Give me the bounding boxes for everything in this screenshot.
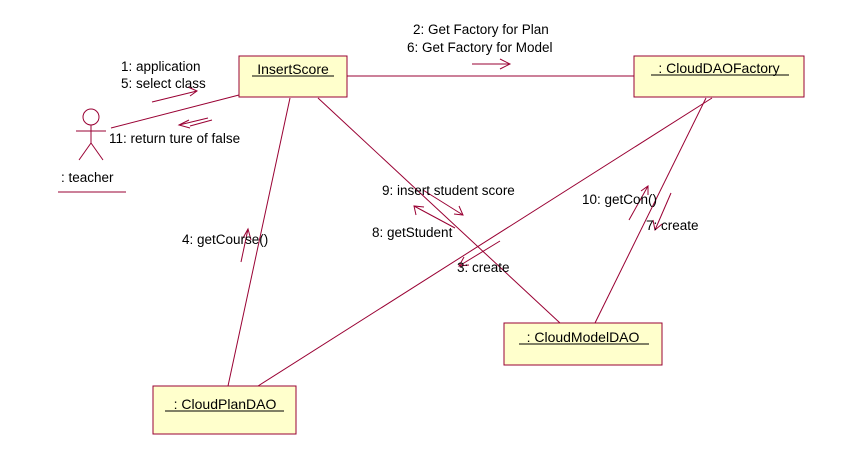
object-cloud-model-dao[interactable]: : CloudModelDAO [503, 322, 663, 366]
message-arrow-4 [240, 227, 252, 263]
object-cloud-model-dao-label: : CloudModelDAO [527, 329, 640, 345]
message-label-6: 6: Get Factory for Model [407, 40, 553, 55]
object-cloud-dao-factory-label: : CloudDAOFactory [658, 60, 779, 76]
object-insertscore[interactable]: InsertScore [238, 55, 348, 98]
message-label-2: 2: Get Factory for Plan [413, 22, 549, 37]
link-insertscore-modeldao [317, 97, 561, 324]
message-arrow-7 [652, 192, 672, 231]
link-teacher-insertscore [110, 94, 240, 129]
stick-figure-icon [76, 108, 106, 161]
message-label-4: 4: getCourse() [182, 232, 268, 247]
message-label-10: 10: getCon() [582, 192, 657, 207]
message-arrow-3 [458, 240, 501, 267]
message-label-1: 1: application [121, 59, 201, 74]
message-arrow-10 [628, 185, 649, 221]
message-label-11: 11: return ture of false [109, 131, 240, 146]
message-label-7: 7: create [646, 218, 699, 233]
actor-teacher[interactable]: : teacher [58, 108, 126, 193]
message-label-5: 5: select class [121, 76, 206, 91]
message-label-8: 8: getStudent [372, 225, 453, 240]
object-cloud-plan-dao-label: : CloudPlanDAO [174, 396, 277, 412]
object-cloud-dao-factory[interactable]: : CloudDAOFactory [633, 55, 805, 98]
message-arrow-11 [177, 117, 213, 129]
link-factory-modeldao [594, 97, 707, 324]
message-label-3: 3: create [457, 260, 510, 275]
link-insertscore-plandao [227, 97, 291, 387]
link-factory-plandao [257, 97, 713, 387]
message-arrow-8 [413, 205, 456, 229]
message-arrow-9 [422, 189, 464, 216]
object-insertscore-label: InsertScore [257, 61, 329, 77]
object-cloud-plan-dao[interactable]: : CloudPlanDAO [152, 385, 297, 435]
message-label-9: 9: insert student score [382, 183, 515, 198]
message-arrow-1-5 [151, 86, 199, 103]
message-arrow-2-6 [472, 58, 512, 70]
actor-teacher-label: : teacher [61, 170, 114, 185]
